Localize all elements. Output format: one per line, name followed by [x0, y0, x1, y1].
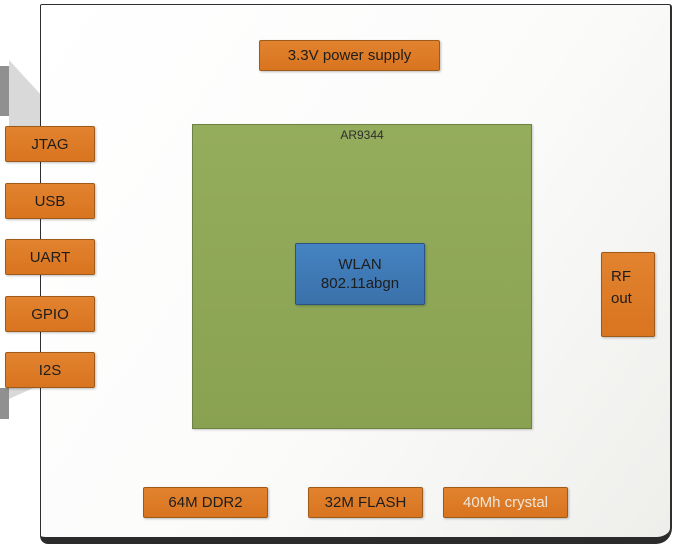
port-block-i2s: I2S	[5, 352, 95, 388]
rf-out-block: RF out	[601, 252, 655, 337]
port-label-gpio: GPIO	[31, 305, 69, 323]
torn-edge-decoration-top	[9, 60, 40, 135]
port-block-gpio: GPIO	[5, 296, 95, 332]
edge-bar-decoration-top	[0, 66, 9, 116]
power-supply-label: 3.3V power supply	[287, 47, 412, 64]
port-block-usb: USB	[5, 183, 95, 219]
memory-label-ddr2: 64M DDR2	[168, 494, 243, 511]
rf-out-label-line1: RF	[611, 268, 631, 285]
port-block-uart: UART	[5, 239, 95, 275]
power-supply-block: 3.3V power supply	[259, 40, 440, 71]
port-label-uart: UART	[29, 248, 71, 266]
wlan-label-line1: WLAN	[338, 256, 382, 273]
memory-block-flash: 32M FLASH	[308, 487, 423, 518]
wlan-block: WLAN 802.11abgn	[295, 243, 425, 305]
crystal-block: 40Mh crystal	[443, 487, 568, 518]
port-label-i2s: I2S	[38, 361, 62, 379]
memory-block-ddr2: 64M DDR2	[143, 487, 268, 518]
crystal-label: 40Mh crystal	[462, 494, 549, 511]
memory-label-flash: 32M FLASH	[324, 494, 407, 511]
edge-bar-decoration-bottom	[0, 388, 9, 419]
port-block-jtag: JTAG	[5, 126, 95, 162]
port-label-jtag: JTAG	[31, 135, 69, 153]
soc-label: AR9344	[340, 128, 384, 142]
port-label-usb: USB	[34, 192, 66, 210]
wlan-label-line2: 802.11abgn	[320, 275, 400, 292]
rf-out-label-line2: out	[611, 290, 632, 307]
